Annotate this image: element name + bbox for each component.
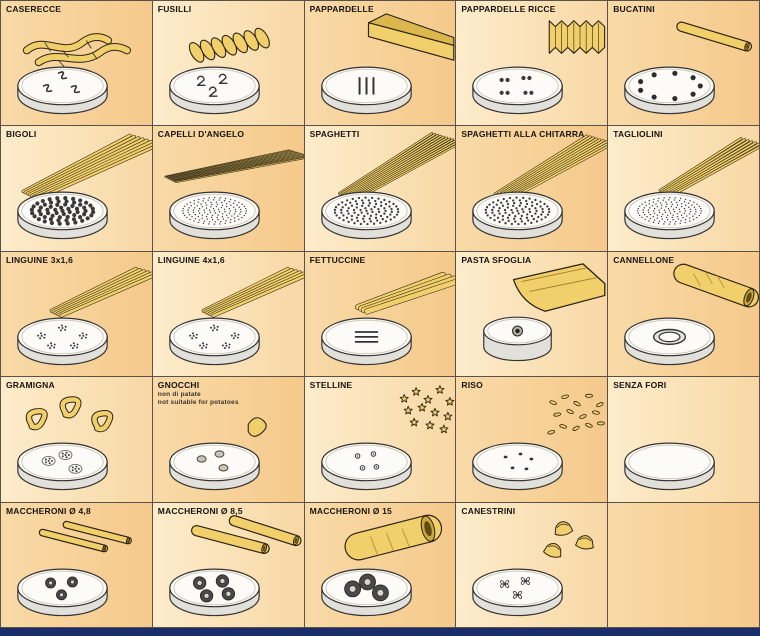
- cell-canestrini: CANESTRINI: [456, 502, 609, 628]
- cell-art: [472, 520, 595, 616]
- cell-gnocchi: GNOCCHI non di patate not suitable for p…: [152, 377, 305, 503]
- cell-senza-fori: SENZA FORI: [608, 377, 760, 503]
- cell-art: [17, 520, 132, 616]
- pasta-name: CANESTRINI: [461, 505, 516, 516]
- cell-linguine-4x16: LINGUINE 4x1,6: [152, 251, 305, 378]
- cell-art: [320, 271, 456, 365]
- cell-art: [320, 514, 442, 616]
- cell-art: [608, 503, 759, 627]
- pasta-name: PAPPARDELLE RICCE: [461, 4, 556, 14]
- cell-art: [483, 263, 606, 361]
- cell-empty: [608, 502, 760, 628]
- cell-art: [169, 514, 302, 616]
- cell-caserecce: CASERECCE: [1, 1, 153, 127]
- cell-art: [164, 149, 304, 240]
- cell-capelli-dangelo: CAPELLI D'ANGELO: [152, 126, 305, 252]
- pasta-name: MACCHERONI Ø 15: [309, 505, 392, 516]
- cell-bigoli: BIGOLI: [1, 126, 153, 252]
- cell-art: [169, 417, 267, 491]
- cell-pasta-sfoglia: PASTA SFOGLIA: [456, 251, 609, 378]
- pasta-name: PAPPARDELLE: [309, 4, 374, 14]
- cell-art: [320, 132, 456, 240]
- cell-riso: RISO: [456, 377, 609, 503]
- pasta-name: GNOCCHI: [157, 380, 200, 391]
- cell-stelline: STELLINE: [304, 377, 457, 503]
- cell-fettuccine: FETTUCCINE: [304, 251, 457, 378]
- footer-bar: [0, 628, 760, 636]
- cell-art: [624, 21, 753, 115]
- cell-art: [624, 442, 715, 491]
- cell-art: [17, 134, 152, 240]
- pasta-name: LINGUINE 4x1,6: [157, 254, 225, 265]
- pasta-name: LINGUINE 3x1,6: [6, 254, 74, 265]
- pasta-name: SPAGHETTI ALLA CHITARRA: [461, 129, 585, 140]
- pasta-note-line2: not suitable for potatoes: [157, 399, 239, 407]
- cell-art: [169, 27, 270, 115]
- pasta-name: MACCHERONI Ø 8,5: [157, 505, 243, 516]
- pasta-name: RISO: [461, 380, 483, 391]
- pasta-name: CASERECCE: [6, 4, 62, 14]
- cell-art: [320, 385, 454, 491]
- cell-gramigna: GRAMIGNA: [1, 377, 153, 503]
- pasta-name: CANNELLONE: [613, 254, 675, 265]
- cell-fusilli: FUSILLI: [152, 1, 305, 127]
- pasta-name: GRAMIGNA: [6, 380, 55, 391]
- cell-art: [17, 266, 152, 365]
- pasta-name: FETTUCCINE: [309, 254, 366, 265]
- cell-spaghetti-alla-chitarra: SPAGHETTI ALLA CHITARRA: [456, 126, 609, 252]
- pasta-name: CAPELLI D'ANGELO: [157, 129, 245, 140]
- cell-art: [17, 396, 114, 491]
- cell-art: [169, 266, 304, 365]
- cell-art: [320, 13, 455, 115]
- cell-maccheroni-15: MACCHERONI Ø 15: [304, 502, 457, 628]
- cell-spaghetti: SPAGHETTI: [304, 126, 457, 252]
- pasta-name: SENZA FORI: [613, 380, 667, 391]
- cell-art: [472, 20, 606, 115]
- cell-cannellone: CANNELLONE: [608, 251, 760, 378]
- pasta-name: BIGOLI: [6, 129, 37, 140]
- cell-pappardelle: PAPPARDELLE: [304, 1, 457, 127]
- pasta-name: BUCATINI: [613, 4, 655, 14]
- pasta-name: TAGLIOLINI: [613, 129, 663, 140]
- pasta-note-line1: non di patate: [157, 390, 201, 398]
- pasta-name: SPAGHETTI: [309, 129, 360, 140]
- cell-art: [624, 137, 759, 240]
- cell-maccheroni-8-5: MACCHERONI Ø 8,5: [152, 502, 305, 628]
- cell-art: [472, 134, 608, 240]
- cell-art: [17, 33, 131, 115]
- pasta-name: PASTA SFOGLIA: [461, 254, 532, 265]
- cell-art: [472, 393, 606, 491]
- cell-bucatini: BUCATINI: [608, 1, 760, 127]
- cell-tagliolini: TAGLIOLINI: [608, 126, 760, 252]
- pasta-name: STELLINE: [309, 380, 353, 391]
- cell-maccheroni-4-8: MACCHERONI Ø 4,8: [1, 502, 153, 628]
- pasta-name: MACCHERONI Ø 4,8: [6, 505, 91, 516]
- cell-pappardelle-ricce: PAPPARDELLE RICCE: [456, 1, 609, 127]
- pasta-name: FUSILLI: [157, 4, 192, 14]
- cell-art: [624, 263, 759, 365]
- cell-linguine-3x16: LINGUINE 3x1,6: [1, 251, 153, 378]
